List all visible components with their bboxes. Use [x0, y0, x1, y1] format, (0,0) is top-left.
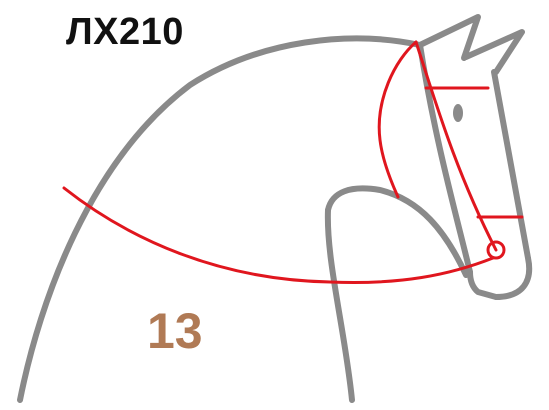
jaw-outline — [417, 42, 473, 275]
mouth-outline — [467, 269, 499, 300]
neck-back-outline — [324, 207, 355, 403]
step-number: 13 — [147, 303, 203, 359]
neck-front-outline — [17, 35, 423, 403]
drawing-code-label: ЛХ210 — [66, 11, 184, 53]
left-ear-outline — [417, 14, 481, 61]
face-front-outline — [491, 69, 533, 300]
eye-icon — [453, 104, 463, 122]
headstall-strap — [377, 40, 418, 199]
cheek-strap — [414, 40, 498, 252]
bit-ring — [486, 240, 506, 260]
reins-line — [62, 186, 495, 284]
horse-outline — [17, 14, 533, 403]
cheek-outline — [325, 185, 469, 278]
bridle — [62, 40, 524, 284]
right-ear-outline — [463, 29, 525, 75]
